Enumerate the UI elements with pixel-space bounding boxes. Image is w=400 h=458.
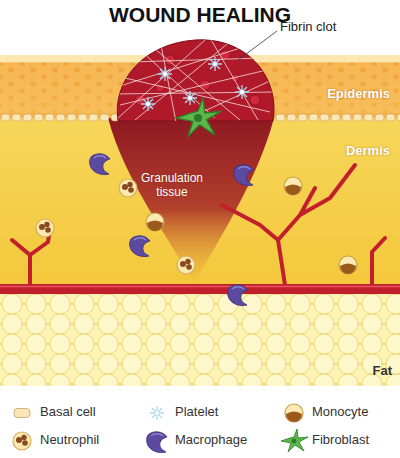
- red-blood-cell: [231, 74, 239, 82]
- blood-vessel: [12, 228, 50, 285]
- neutrophil: [177, 256, 195, 274]
- platelet: [208, 57, 222, 71]
- node-label: Fat: [320, 364, 392, 379]
- red-blood-cell: [156, 84, 164, 92]
- macrophage: [234, 165, 254, 186]
- node-label: Granulation tissue: [126, 172, 218, 200]
- legend-label: Macrophage: [175, 433, 247, 448]
- platelet: [141, 97, 155, 111]
- neutrophil: [119, 179, 137, 197]
- macrophage: [130, 236, 150, 257]
- fibrin-strand: [120, 45, 250, 86]
- fibrin-strand: [130, 58, 262, 62]
- platelet: [183, 91, 197, 105]
- dermis-band: DermisGranulation tissue: [0, 118, 400, 294]
- legend-icon: [13, 432, 31, 450]
- legend-label: Basal cell: [40, 405, 96, 420]
- red-blood-cell: [250, 95, 260, 105]
- granulation-shape: [108, 118, 274, 283]
- red-blood-cell: [220, 50, 230, 60]
- fibrin-strand: [150, 45, 240, 120]
- legend-icon: [281, 429, 308, 452]
- fibrin-strand: [120, 68, 275, 105]
- fibrin-strand: [160, 40, 176, 122]
- legend-icon: [285, 404, 303, 422]
- monocyte: [146, 213, 164, 231]
- node-label: Dermis: [290, 144, 390, 159]
- fibrin-strand: [140, 50, 215, 118]
- fibrin-strand: [185, 80, 272, 120]
- monocyte: [339, 256, 357, 274]
- fibrin-clot: [117, 40, 274, 121]
- granulation-outline: [108, 118, 274, 283]
- fibrin-strand: [210, 38, 258, 120]
- macrophage: [228, 285, 248, 306]
- epidermis-band: Epidermis: [0, 55, 400, 118]
- fibrin-strand: [135, 40, 232, 120]
- granulation-tissue: Granulation tissue: [108, 118, 274, 283]
- legend-icon: [150, 406, 164, 420]
- legend-label: Monocyte: [312, 405, 368, 420]
- red-blood-cell: [200, 80, 210, 90]
- legend-icon: [147, 432, 167, 453]
- fibroblast: [176, 98, 222, 137]
- platelet: [235, 85, 249, 99]
- fat-tissue: [0, 294, 400, 386]
- diagram-title: WOUND HEALING: [0, 3, 400, 27]
- node-label: Epidermis: [290, 87, 390, 102]
- macrophage: [90, 154, 110, 175]
- legend-label: Fibroblast: [312, 433, 369, 448]
- monocyte: [284, 177, 302, 195]
- blood-vessel: [0, 284, 400, 294]
- leader-line: [238, 31, 277, 60]
- red-blood-cell: [135, 95, 145, 105]
- legend-label: Neutrophil: [40, 433, 99, 448]
- neutrophil: [36, 219, 54, 237]
- red-blood-cell: [165, 55, 175, 65]
- fibrin-strand: [118, 40, 205, 118]
- fat-layer: Fat: [0, 294, 400, 386]
- vessel-highlight: [0, 286, 400, 288]
- blood-vessel: [222, 165, 355, 285]
- legend-icon: [14, 409, 30, 418]
- blood-vessel: [372, 238, 385, 285]
- basal-layer: [272, 113, 400, 122]
- callout-label: Fibrin clot: [280, 20, 336, 35]
- fibrin-strand: [115, 92, 275, 94]
- fibrin-strand: [125, 78, 270, 112]
- epidermis-texture: [0, 63, 400, 113]
- basal-layer: [0, 113, 118, 122]
- platelet: [158, 67, 172, 81]
- legend-label: Platelet: [175, 405, 218, 420]
